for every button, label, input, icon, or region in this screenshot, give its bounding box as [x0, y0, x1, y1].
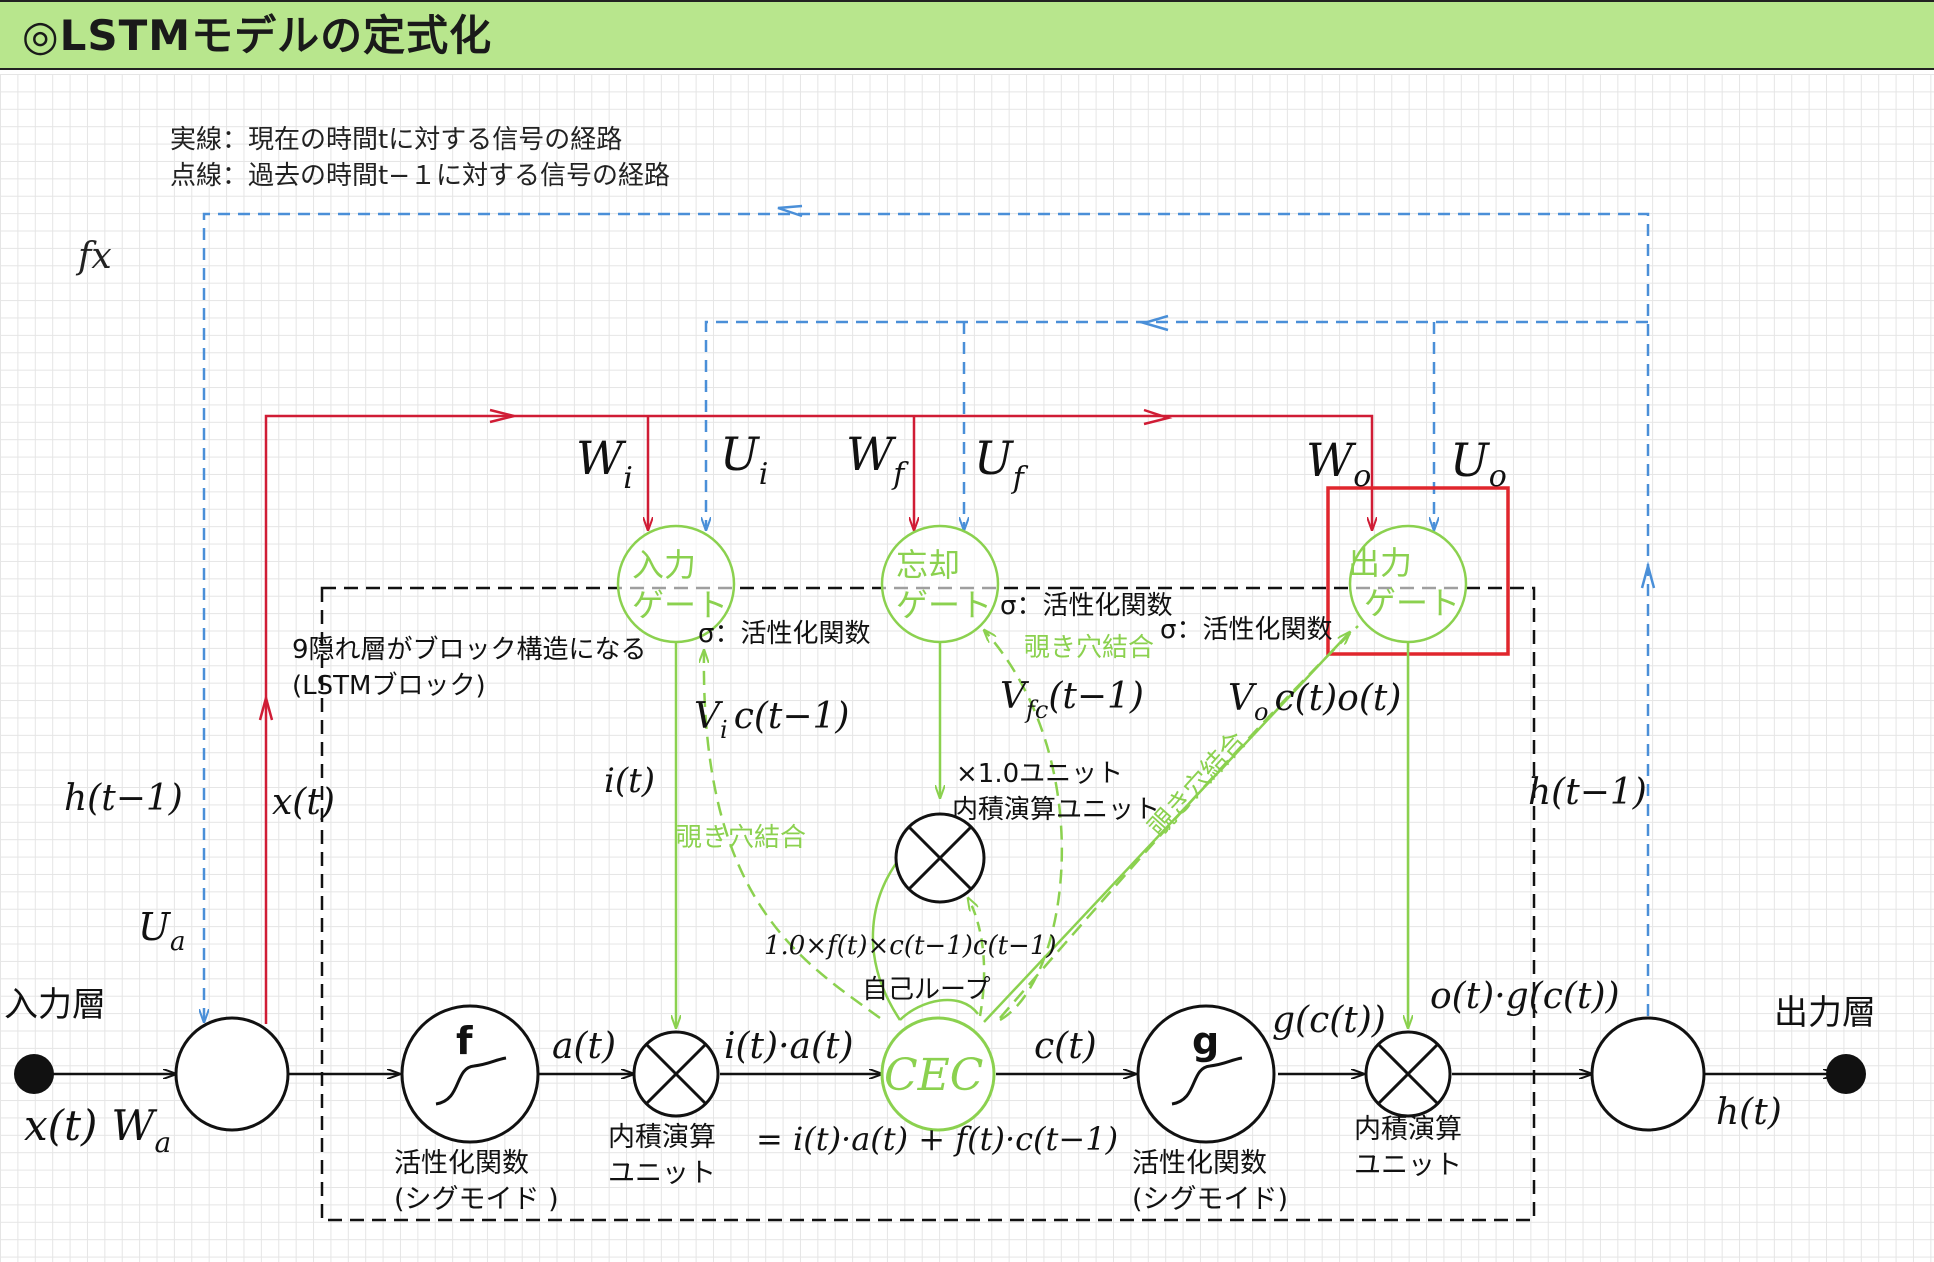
- h_t_minus_1-right-label: h(t−1): [1528, 772, 1647, 813]
- input-layer-label: 入力層: [4, 985, 106, 1025]
- input-gate-label-1: 入力: [632, 546, 696, 584]
- f-node-label: f: [456, 1019, 473, 1063]
- g_c_t-label: g(c(t)): [1272, 1000, 1386, 1041]
- input-arrow-2: [1143, 408, 1173, 426]
- input-arrow-up: [258, 693, 274, 721]
- act-func-2-line2: (シグモイド): [1132, 1184, 1288, 1215]
- block-note-1: 9隠れ層がブロック構造になる: [292, 635, 647, 665]
- input-signal-path: [264, 414, 1372, 1024]
- dot-unit-2-line1: 内積演算: [1354, 1114, 1462, 1145]
- h_t-label: h(t): [1716, 1092, 1782, 1133]
- c_t-label: c(t): [1034, 1026, 1097, 1067]
- W_f-label: Wf: [846, 427, 909, 492]
- g-node-label: g: [1192, 1019, 1219, 1063]
- peephole-label-2: 覗き穴結合: [676, 823, 806, 853]
- forget-gate-label-1: 忘却: [896, 546, 960, 584]
- output-layer-dot: [1826, 1054, 1866, 1094]
- peephole-label-1: 覗き穴結合: [1024, 633, 1154, 663]
- i_t-label: i(t): [604, 761, 655, 801]
- input-layer-dot: [14, 1054, 54, 1094]
- forget-gate-label-2: ゲート: [896, 586, 992, 624]
- W_i-label: Wi: [576, 431, 633, 496]
- x_t-vertical-label: x(t): [272, 782, 335, 823]
- peephole-forget: [984, 630, 1063, 1022]
- unit-1x-label-2: 内積演算ユニット: [952, 795, 1160, 825]
- U_o-label: Uo: [1450, 433, 1507, 494]
- h_t_minus_1-left-label: h(t−1): [64, 778, 183, 819]
- self-loop-label: 自己ループ: [862, 975, 990, 1005]
- a_t-label: a(t): [552, 1026, 616, 1067]
- self-loop-dashed: [968, 898, 986, 1017]
- block-note-2: (LSTMブロック): [292, 671, 486, 701]
- act-func-1-line2: (シグモイド ): [394, 1184, 559, 1215]
- peephole-input: [704, 650, 881, 1020]
- self-loop-expr: 1.0×f(t)×c(t−1)c(t−1): [764, 931, 1057, 961]
- W_o-label: Wo: [1306, 433, 1371, 494]
- cec-node: [880, 1016, 996, 1132]
- legend-dashed: 点線：過去の時間t−１に対する信号の経路: [170, 161, 670, 191]
- output-gate-label-2: ゲート: [1364, 584, 1460, 622]
- output-node: [1590, 1016, 1706, 1132]
- activation-g-node: [1136, 1004, 1276, 1144]
- self-loop-green: [871, 857, 902, 1021]
- cec-label: CEC: [884, 1050, 983, 1101]
- dot-unit-2-line2: ユニット: [1354, 1150, 1462, 1181]
- forget-gate: [880, 524, 1000, 644]
- sigma-input: σ：活性化関数: [698, 619, 870, 649]
- U_i-label: Ui: [720, 427, 768, 492]
- activation-f-node: [400, 1004, 540, 1144]
- input-arrow-1: [489, 408, 515, 424]
- multiply-node-input: [632, 1030, 720, 1118]
- output-layer-label: 出力層: [1774, 993, 1876, 1033]
- U_f-label: Uf: [974, 431, 1029, 496]
- input-node: [174, 1016, 290, 1132]
- peephole-output: [999, 625, 1359, 1019]
- dot-unit-1-line1: 内積演算: [608, 1122, 716, 1153]
- self-loop-green-2: [899, 998, 979, 1021]
- ia_t-label: i(t)·a(t): [724, 1026, 854, 1067]
- recurrent-path-outer: [204, 212, 1650, 1022]
- recurrent-arrow-top: [777, 204, 803, 218]
- multiply-node-forget: [894, 812, 986, 904]
- page-title: ◎LSTMモデルの定式化: [22, 11, 493, 60]
- title-bar: ◎LSTMモデルの定式化: [0, 0, 1934, 70]
- V_fc-label: Vfc(t−1): [1000, 676, 1144, 724]
- multiply-node-output: [1364, 1030, 1452, 1118]
- o_g_c_t-label: o(t)·g(c(t)): [1430, 976, 1620, 1017]
- recurrent-path-gates: [706, 320, 1648, 530]
- output-gate-highlight: [1326, 486, 1510, 656]
- cec-expression: = i(t)·a(t) + f(t)·c(t−1): [756, 1120, 1118, 1158]
- act-func-2-line1: 活性化関数: [1132, 1148, 1267, 1179]
- U_a-label: Ua: [138, 905, 186, 957]
- fx-label: fx: [75, 236, 112, 277]
- legend-solid: 実線：現在の時間tに対する信号の経路: [170, 125, 622, 155]
- peephole-label-3: 覗き穴結合: [1143, 726, 1252, 843]
- unit-1x-label-1: ×1.0ユニット: [956, 759, 1123, 789]
- sigma-forget: σ：活性化関数: [1000, 591, 1172, 621]
- dot-unit-1-line2: ユニット: [608, 1158, 716, 1189]
- act-func-1-line1: 活性化関数: [394, 1148, 529, 1179]
- recurrent-arrow-gates: [1139, 314, 1169, 332]
- output-gate-label-1: 出力: [1348, 544, 1412, 582]
- sigma-output: σ：活性化関数: [1160, 615, 1332, 645]
- x_t-W_a-label: x(t)Wa: [24, 1101, 171, 1159]
- recurrent-arrow-right: [1640, 561, 1656, 589]
- input-gate-label-2: ゲート: [632, 586, 728, 624]
